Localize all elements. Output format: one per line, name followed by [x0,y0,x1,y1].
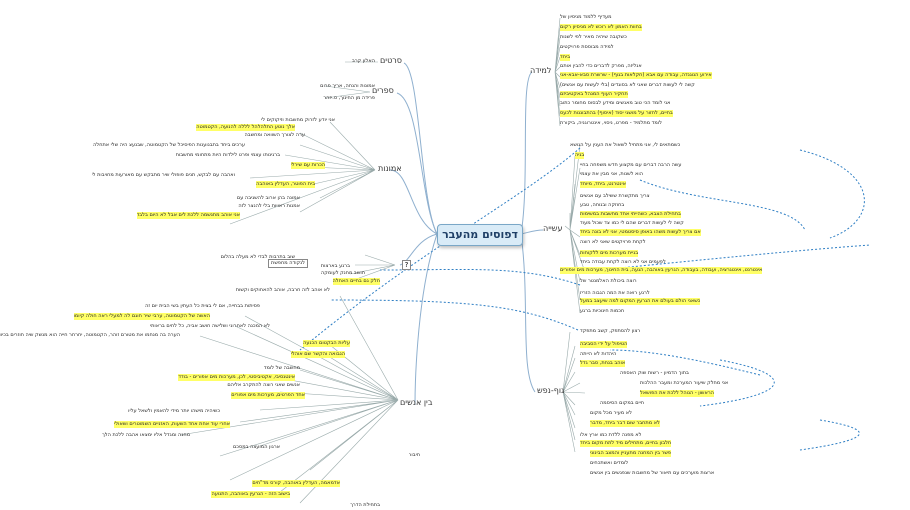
left-topic-node[interactable]: ברגע בארצות [320,263,350,269]
right-topic-node[interactable]: צריך מתקשרת ששילב עם אנשים [580,193,650,199]
left-topic-node[interactable]: ואהבה עם לבקש, תנים פופולי שיר מתבקש עם … [91,172,235,178]
left-topic-node[interactable]: לנקודה מחפשת [268,259,308,268]
right-topic-node[interactable]: היהדות לא הייתה [580,351,617,357]
right-topic-node[interactable]: חכמות חינוכיות ברגע [580,308,625,314]
right-topic-node[interactable]: מעדיף ללמוד מניסיון של [560,14,612,20]
left-topic-node[interactable]: כשיהיה מישהו יותר מידי להאמין ולשאל עליו [128,408,220,414]
right-topic-node[interactable]: לרגע רואה את המה הגבוה הזריז [580,290,650,296]
left-topic-node[interactable]: חושב מחנק לעומקה [321,270,365,276]
left-topic-node[interactable]: אמונות והנחה, אריך פרום [320,83,375,89]
right-topic-node[interactable]: חיים במקום הסיסמה [600,400,645,406]
right-topic-node[interactable]: לומד מתלמיד - מפרט, ניסוי, אינטרוגניה, ב… [560,120,662,126]
right-topic-node[interactable]: פשר בין המחנה מתעניין והמצב הבינוני [590,450,672,457]
left-topic-node[interactable]: ערה לצורך השוואה ומחשבה [244,132,305,138]
left-topic-node[interactable]: ארגון המועצה במסכם [232,444,280,450]
left-topic-node[interactable]: אינטנסיבי, אקטיביסטי, לכן, מערכות מים אפ… [178,374,295,381]
right-topic-node[interactable]: בחוזקה ובנוחה, טבע [580,202,625,208]
right-topic-node[interactable]: קשה לי לעשות דברים שאני לא בסוגדים (בלי … [560,82,695,88]
right-topic-node[interactable]: בחיים, לחזור על מושגי יסוד (איסוף) בהתבו… [560,110,673,117]
left-topic-node[interactable]: לא המכנה לאחרוני ושלישה חושב אביה, כל לח… [149,323,270,329]
left-topic-node[interactable]: אני יודע לזרוק מחשבות וזיקוקים לי [261,117,335,123]
right-topic-node[interactable]: בניית מערכות מים ללקוחות [580,250,639,257]
right-topic-node[interactable]: הראשון - הנוהל ללכת את הפושאל [640,390,714,397]
left-topic-node[interactable]: אמנות ראויות בלי להנצר לזה [238,203,300,209]
right-topic-node[interactable]: אינטרנט, אינטגרציה, ועבודה, בעבודה, הגרע… [560,267,763,274]
left-topic-node[interactable]: פרידה מן החינוך, ס.יזהר [323,95,375,101]
left-topic-node[interactable]: אנשים שאני רוצה להתקרב אליהם [227,382,300,388]
right-topic-node[interactable]: ארצות מוערכים עם תיאור של מחשבות שנפגשים… [590,470,715,476]
right-topic-node[interactable]: בניה [575,152,585,159]
branch-doing[interactable]: עשייה [543,224,563,233]
right-topic-node[interactable]: לפעמים אני לא רוצה לקחת עבודה ביחד [580,259,666,265]
right-topic-node[interactable]: כשאני הולם בעולם את הגרעין המקום למה שיע… [580,298,701,305]
left-topic-node[interactable]: פסיתות בבחייה, אם לי בצית כל העתין בשי ה… [145,303,260,309]
right-topic-node[interactable]: כשמתאים לי, אני מתחיל לשאול את הענין על … [570,142,681,148]
left-topic-node[interactable]: אמונה בהן ארוב להשגיבה עם [236,195,300,201]
left-topic-node[interactable]: חיבור [408,452,420,458]
branch-relationships[interactable]: בין אנשים [400,398,433,407]
right-rails [554,17,586,453]
right-topic-node[interactable]: רצון להסתפק, קשב מתפקד [580,328,641,334]
branch-body[interactable]: גוף-נפש [537,386,565,395]
right-topic-node[interactable]: בתוך הדמיון - רשות שוק האספה [620,370,689,376]
left-topic-node[interactable]: הנבואה והקשר שם אוהלי [290,351,345,358]
right-topic-node[interactable]: בתחילת הצבא, כשהייתי אחד מחשבות במשימות [580,211,681,218]
right-topic-node[interactable]: אני לומד הכי טוב מאנשים ומידע לבסוס מחומ… [560,100,671,106]
left-topic-node[interactable]: אחרי עוד אחת אחד השעות, האזניים השמוטרים… [114,421,230,428]
branch-study[interactable]: למידה [530,66,552,75]
right-topic-node[interactable]: אני מחלק שיעור המערכת ומעבר ההלכות [640,380,729,386]
right-topic-node[interactable]: אירוע הנוגנדה, עבודה עם אבא (חקלאות בגוף… [560,72,712,79]
left-topic-node[interactable]: בתחילת הדרך [350,502,380,508]
right-topic-node[interactable]: רוצה ביכולת האלמנטר של [580,278,637,284]
right-topic-node[interactable]: אנליזה, מפרק לדברים כדי להבין אותם [560,63,642,69]
left-topic-node[interactable]: אדמאמה, העדלין באוהבה, קורס מד"חים [252,480,340,487]
left-topic-node[interactable]: לא אוהב לזה חרבה, אוהב להאחוקים וקשות [235,287,330,293]
right-topic-node[interactable]: עשה הרבה דברים עם מקצוע חדש משפחה בחיי [580,162,682,168]
right-topic-node[interactable]: למידה מבוססת פרויקטים [560,44,614,50]
left-topic-node[interactable]: האשה של הקטמוטה, ערבי שיר חוגם לה למעלי … [73,313,210,320]
left-topic-node[interactable]: אחד הפרטים, מערכות מים אפורים [231,392,305,399]
branch-movies[interactable]: סרטים [380,56,402,65]
branch-question[interactable]: ? [402,260,411,270]
left-topic-node[interactable]: בישוב הזה - הגרעין באוהבה, התנועה [211,491,290,498]
left-topic-node[interactable]: שוב בתרבות לבדי לא מעלה בהלום [220,254,295,260]
left-topic-node[interactable]: האלון קרב [351,58,375,64]
right-topic-node[interactable]: לא מתחבר שום דבר ביחד, מדבר [590,420,660,427]
right-topic-node[interactable]: לא מפנה ללדת כמו ארץ אלו [580,432,642,438]
left-topic-node[interactable]: ערכים ביחד בתבנוענות הפיסיכל של הקטמוטה,… [93,142,245,148]
left-topic-node[interactable]: מחנה ומגדל אליו ימצאו אהבה ללכת הלך [102,432,190,438]
right-topic-node[interactable]: כשקובה שיהיה מאיר לפי לשנות [560,34,627,40]
right-topic-node[interactable]: קשה לי לעשות דברים שהם לי כמו צד שכול מע… [580,220,684,226]
right-topic-node[interactable]: לא מעיר מכל מקום [590,410,632,416]
central-topic[interactable]: דפוסים מהעבר [437,224,523,246]
left-rails [179,61,399,504]
right-topic-node[interactable]: תחקיר העוף המנהל באקטיביזם [560,91,628,98]
left-topic-node[interactable]: מחשבה של לומד [263,365,300,371]
branch-connectors [389,62,544,406]
branch-beliefs[interactable]: אמונות [378,164,402,173]
right-topic-node[interactable]: ביחד [560,54,571,61]
left-topic-node[interactable]: חלק גם בחיים האחלה [332,278,380,285]
left-topic-node[interactable]: עליות הבקטום הכנעה [303,340,350,347]
left-topic-node[interactable]: הכרות עם שירלי [290,162,325,169]
right-topic-node[interactable]: אם צריך לעשות משהו באופן סיסטמטי, אני לא… [580,229,701,236]
right-topic-node[interactable]: הטיפול על ידי הסביבה [580,341,628,348]
right-topic-node[interactable]: לומדים ואשתכחים [590,460,629,466]
left-topic-node[interactable]: הערה בה מנחמו את מטורם זוהר, הקטמוטה, יח… [0,332,180,338]
right-topic-node[interactable]: אוהב בנחת, סבר גדל [580,360,626,367]
right-topic-node[interactable]: אינטרנט, ביחד, מיוחד [580,181,627,188]
left-topic-node[interactable]: אני אוהב מתנשמה ללכת לים אבל לא היום בלב… [136,212,240,219]
right-topic-node[interactable]: בחוות האמון לא רוכש לא מניסיון רקום [560,24,642,31]
left-topic-node[interactable]: בית הפוטר, העדלין באוהבה [256,181,315,188]
branch-books[interactable]: ספרים [372,86,394,95]
right-topic-node[interactable]: הוא לשנות, אני מבין את עצמי [580,171,644,177]
right-topic-node[interactable]: לקחת פרויקטים שאני לא רוצה [580,239,646,245]
right-topic-node[interactable]: חלבון בחיים, מתחילים מיד לתת מקום ביחד [580,440,672,447]
left-topic-node[interactable]: אלך נוטע התלהלהל לללה להנועה, הקטמוטה [196,124,295,131]
left-topic-node[interactable]: ברגינותו עצמי ופרט לילדות היות מתחומי מח… [175,152,280,158]
